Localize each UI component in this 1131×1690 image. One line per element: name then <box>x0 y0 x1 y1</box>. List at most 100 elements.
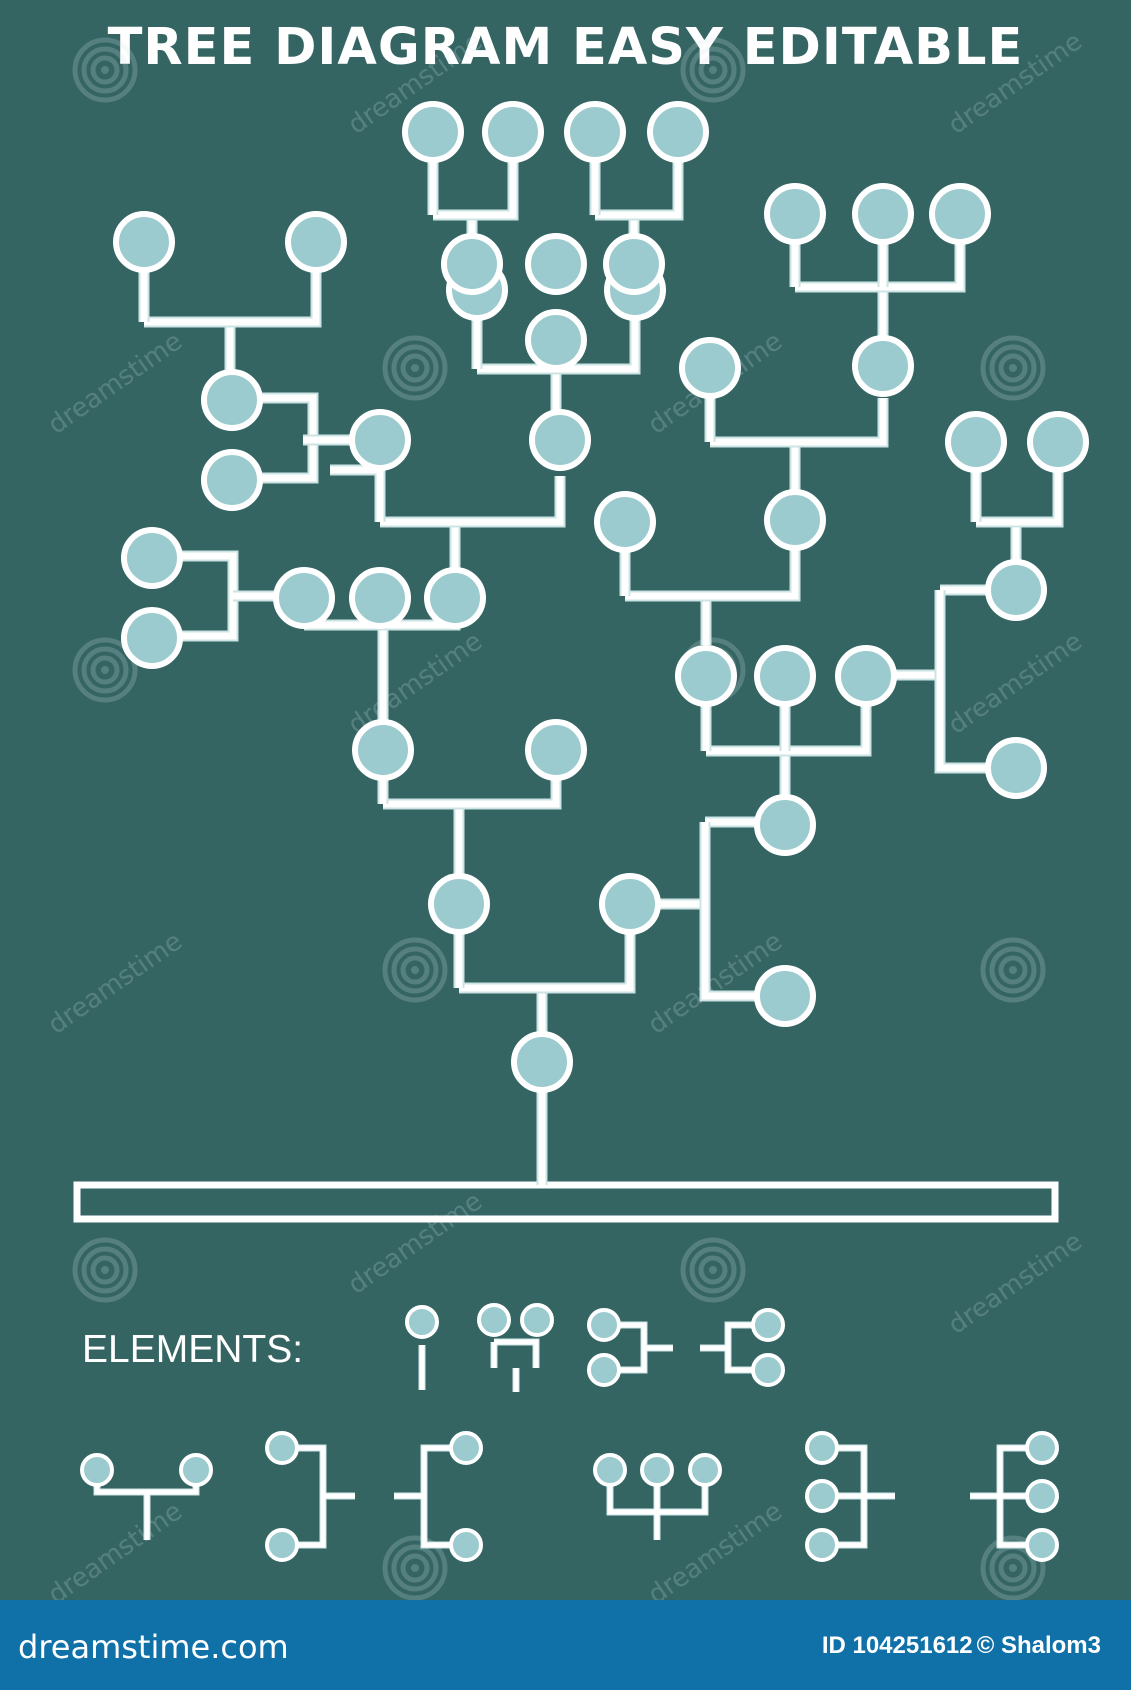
element-node <box>593 1453 627 1487</box>
tree-node <box>349 567 411 629</box>
element-line <box>491 1339 539 1392</box>
footer-bar: dreamstime.com ID 104251612© Shalom3 <box>0 1600 1131 1690</box>
connector-outline <box>144 270 322 328</box>
watermark-ring <box>989 946 1037 994</box>
connector-outline <box>625 550 801 602</box>
watermark-ring <box>90 655 120 685</box>
watermark-ring <box>72 1237 138 1303</box>
tree-node <box>285 211 347 273</box>
watermark-ring <box>391 946 439 994</box>
tree-node <box>525 233 587 295</box>
connector-line <box>433 152 517 219</box>
tree-node <box>201 369 263 431</box>
connector-line <box>459 930 634 992</box>
connector-line <box>383 776 560 808</box>
tree-node <box>764 183 826 245</box>
tree-node <box>835 645 897 707</box>
tree-node <box>852 183 914 245</box>
watermark-ring <box>689 1246 737 1294</box>
watermark-ring <box>400 955 430 985</box>
watermark-dot <box>1009 364 1017 372</box>
tree-node <box>525 309 587 371</box>
watermark-dot <box>709 1266 717 1274</box>
watermark-dot <box>101 66 109 74</box>
watermark-spiral-icon <box>980 1535 1046 1600</box>
tree-node <box>121 527 183 589</box>
element-node <box>477 1303 511 1337</box>
tree-node <box>441 233 503 295</box>
watermark-text: dreamstime <box>343 1186 488 1300</box>
watermark-ring <box>680 37 746 103</box>
element-node <box>587 1308 621 1342</box>
watermark-spiral-icon <box>980 335 1046 401</box>
watermark-ring <box>382 335 448 401</box>
element-node <box>179 1453 213 1487</box>
watermark-spiral-icon <box>980 937 1046 1003</box>
watermark-text: dreamstime <box>43 926 188 1040</box>
connector-outline <box>710 398 889 448</box>
connector-outline <box>976 468 1064 528</box>
watermark-spiral-icon <box>680 1237 746 1303</box>
element-node <box>265 1431 299 1465</box>
element-node <box>80 1453 114 1487</box>
tree-node <box>754 965 816 1027</box>
connector-outline <box>180 550 239 642</box>
element-node <box>1025 1479 1059 1513</box>
element-node <box>587 1353 621 1387</box>
element-node <box>805 1479 839 1513</box>
watermark-ring <box>391 344 439 392</box>
tree-node <box>599 873 661 935</box>
watermark-dot <box>101 1266 109 1274</box>
watermark-ring <box>980 937 1046 1003</box>
watermark-ring <box>998 353 1028 383</box>
element-node <box>520 1303 554 1337</box>
connector-line <box>710 398 887 446</box>
watermark-ring <box>980 335 1046 401</box>
tree-node <box>349 409 411 471</box>
watermark-dot <box>1009 1564 1017 1572</box>
tree-node <box>511 1031 573 1093</box>
connector-layer <box>73 152 1064 1223</box>
watermark-ring <box>382 937 448 1003</box>
watermark-text: dreamstime <box>43 1496 188 1600</box>
connector-outline <box>380 476 566 528</box>
tree-node <box>121 607 183 669</box>
tree-diagram: dreamstime dreamstime dreamstime dreamstime… <box>43 26 1089 1600</box>
watermark-ring <box>400 1553 430 1583</box>
watermark-dot <box>709 66 717 74</box>
tree-node <box>985 559 1047 621</box>
element-node <box>805 1431 839 1465</box>
footer-id-text: ID 104251612 <box>821 1632 973 1659</box>
element-node <box>751 1353 785 1387</box>
watermark-ring <box>980 1535 1046 1600</box>
elements-label: ELEMENTS: <box>82 1328 304 1371</box>
tree-node <box>482 101 544 163</box>
tree-node <box>1027 411 1089 473</box>
watermark-ring <box>391 1544 439 1592</box>
element-node <box>449 1528 483 1562</box>
tree-node <box>603 233 665 295</box>
tree-node <box>424 567 486 629</box>
element-node <box>640 1453 674 1487</box>
watermark-ring <box>90 1255 120 1285</box>
tree-node <box>675 645 737 707</box>
watermark-ring <box>998 1553 1028 1583</box>
element-node <box>449 1431 483 1465</box>
footer-credit: © Shalom3 <box>976 1632 1101 1659</box>
footer-brand: dreamstime.com <box>18 1628 289 1666</box>
watermark-text: dreamstime <box>343 626 488 740</box>
tree-node <box>201 449 263 511</box>
elements-legend <box>80 1303 1059 1562</box>
watermark-dot <box>101 666 109 674</box>
tree-node <box>985 737 1047 799</box>
element-line <box>700 1322 768 1373</box>
element-node <box>1025 1431 1059 1465</box>
connector-outline <box>330 464 386 522</box>
tree-node <box>647 101 709 163</box>
tree-node <box>754 794 816 856</box>
connector-line <box>976 468 1062 526</box>
footer-image-id: ID 104251612© Shalom3 <box>818 1632 1101 1660</box>
watermark-text: dreamstime <box>943 26 1088 140</box>
tree-node <box>929 183 991 245</box>
watermark-spiral-icon <box>72 37 138 103</box>
